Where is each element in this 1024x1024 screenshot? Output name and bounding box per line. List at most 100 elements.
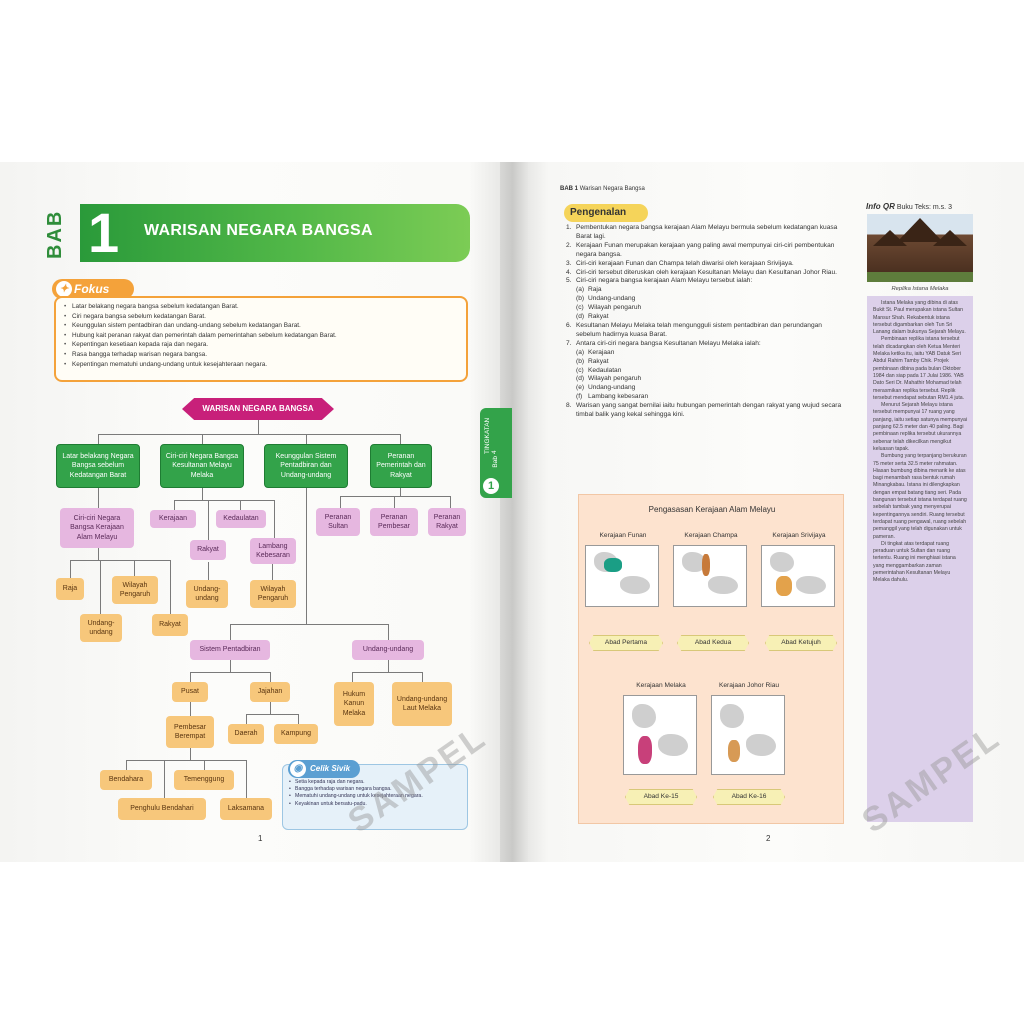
mindmap-branch-peranan: Peranan Pemerintah dan Rakyat: [370, 444, 432, 488]
map-srivijaya: Kerajaan Srivijaya: [761, 532, 835, 607]
mindmap-node: Rakyat: [190, 540, 226, 560]
sub-text: Wilayah pengaruh: [588, 375, 642, 383]
list-item: 7.Antara ciri-ciri negara bangsa Kesulta…: [566, 340, 848, 349]
sub-item: (c)Wilayah pengaruh: [566, 304, 848, 313]
mindmap-branch-keunggulan: Keunggulan Sistem Pentadbiran dan Undang…: [264, 444, 348, 488]
map-label: Kerajaan Srivijaya: [772, 532, 826, 539]
connector: [98, 434, 99, 444]
sub-number: (d): [576, 313, 585, 321]
connector: [246, 760, 247, 798]
map-melaka: Kerajaan Melaka: [623, 682, 697, 775]
mindmap-node: Lambang Kebesaran: [250, 538, 296, 564]
connector: [400, 434, 401, 444]
item-text: Ciri-ciri kerajaan Funan dan Champa tela…: [576, 259, 794, 267]
section-title: Pengenalan: [564, 204, 648, 222]
mindmap-node: Daerah: [228, 724, 264, 744]
item-text: Kerajaan Funan merupakan kerajaan yang p…: [576, 241, 835, 258]
paragraph: Di tingkat atas terdapat ruang peraduan …: [873, 540, 956, 584]
mindmap-node: Undang-undang Laut Melaka: [392, 682, 452, 726]
item-number: 8.: [566, 402, 572, 410]
connector: [98, 488, 99, 508]
mindmap-node: Penghulu Bendahari: [118, 798, 206, 820]
civic-label: Celik Sivik: [310, 764, 351, 773]
mindmap-node: Undang-undang: [352, 640, 424, 660]
era-label: Abad Ke-16: [713, 789, 785, 805]
mindmap-node: Undang-undang: [186, 580, 228, 608]
mindmap-node: Kampung: [274, 724, 318, 744]
land-shape: [620, 576, 650, 594]
fokus-bab-tag: ✦ Fokus Bab: [52, 279, 134, 316]
connector: [208, 500, 209, 540]
item-number: 1.: [566, 224, 572, 231]
connector: [306, 488, 307, 624]
mindmap-node: Rakyat: [152, 614, 188, 636]
map-label: Kerajaan Champa: [684, 532, 738, 539]
celik-sivik-tag: ◉ Celik Sivik: [288, 760, 360, 778]
list-item: Kepentingan mematuhi undang-undang untuk…: [64, 360, 458, 370]
connector: [174, 500, 175, 510]
connector: [190, 672, 191, 682]
land-shape: [770, 552, 794, 572]
connector: [70, 560, 71, 578]
connector: [246, 714, 247, 724]
mindmap-node: Wilayah Pengaruh: [250, 580, 296, 608]
bab-label: BAB: [44, 209, 66, 259]
connector: [174, 500, 274, 501]
item-text: Warisan yang sangat bernilai iaitu hubun…: [576, 402, 842, 419]
tab-number: 1: [483, 478, 499, 494]
item-number: 6.: [566, 321, 572, 329]
list-item: Keunggulan sistem pentadbiran dan undang…: [64, 321, 458, 331]
list-item: 5.Ciri-ciri negara bangsa kerajaan Alam …: [566, 277, 848, 286]
sub-item: (c)Kedaulatan: [566, 367, 848, 376]
sub-text: Undang-undang: [588, 384, 636, 392]
info-qr-ref: Buku Teks: m.s. 3: [896, 204, 952, 211]
mindmap-node: Sistem Pentadbiran: [190, 640, 270, 660]
connector: [100, 560, 101, 614]
map-johor: Kerajaan Johor Riau: [711, 682, 785, 775]
book-gutter: [500, 162, 528, 862]
mindmap-branch-ciri-ciri: Ciri-ciri Negara Bangsa Kesultanan Melay…: [160, 444, 244, 488]
mindmap-node: Peranan Sultan: [316, 508, 360, 536]
sub-number: (a): [576, 348, 585, 356]
item-number: 5.: [566, 277, 572, 285]
land-shape: [632, 704, 656, 728]
tab-tingkatan: TINGKATAN 4: [484, 417, 498, 454]
connector: [98, 434, 400, 435]
item-number: 7.: [566, 339, 572, 347]
info-qr-text: Istana Melaka yang dibina di atas Bukit …: [867, 296, 973, 822]
connector: [230, 624, 388, 625]
connector: [450, 496, 451, 508]
connector: [170, 560, 171, 614]
connector: [126, 760, 246, 761]
list-item: 1.Pembentukan negara bangsa kerajaan Ala…: [566, 224, 848, 242]
intro-list: 1.Pembentukan negara bangsa kerajaan Ala…: [566, 224, 848, 420]
era-label: Abad Ketujuh: [765, 635, 837, 651]
running-head-bab: BAB 1: [560, 186, 579, 192]
sub-text: Raja: [588, 286, 602, 294]
list-item: Setia kepada raja dan negara.: [289, 779, 461, 786]
list-item: Bangga terhadap warisan negara bangsa.: [289, 786, 461, 793]
list-item: Mematuhi undang-undang untuk kesejahtera…: [289, 793, 461, 800]
photo-caption: Replika Istana Melaka: [891, 286, 949, 292]
connector: [164, 760, 165, 798]
connector: [70, 560, 170, 561]
running-head: BAB 1 Warisan Negara Bangsa: [560, 186, 645, 192]
mindmap-node: Undang-undang: [80, 614, 122, 642]
land-shape: [658, 734, 688, 756]
list-item: 2.Kerajaan Funan merupakan kerajaan yang…: [566, 242, 848, 260]
chapter-number: 1: [88, 201, 120, 264]
item-number: 4.: [566, 268, 572, 276]
sub-item: (e)Undang-undang: [566, 384, 848, 393]
list-item: 3.Ciri-ciri kerajaan Funan dan Champa te…: [566, 260, 848, 269]
mindmap-node: Pembesar Berempat: [166, 716, 214, 748]
connector: [126, 760, 127, 770]
connector: [274, 500, 275, 538]
map-label: Kerajaan Funan: [599, 532, 647, 539]
map-champa: Kerajaan Champa: [673, 532, 747, 607]
mindmap-node: Kerajaan: [150, 510, 196, 528]
paragraph: Menurut Sejarah Melayu istana tersebut m…: [873, 402, 968, 452]
roof-shape: [897, 218, 943, 242]
maps-title: Pengasasan Kerajaan Alam Melayu: [648, 505, 776, 514]
eye-icon: ◉: [290, 761, 306, 777]
list-item: Hubung kait peranan rakyat dan pemerinta…: [64, 331, 458, 341]
